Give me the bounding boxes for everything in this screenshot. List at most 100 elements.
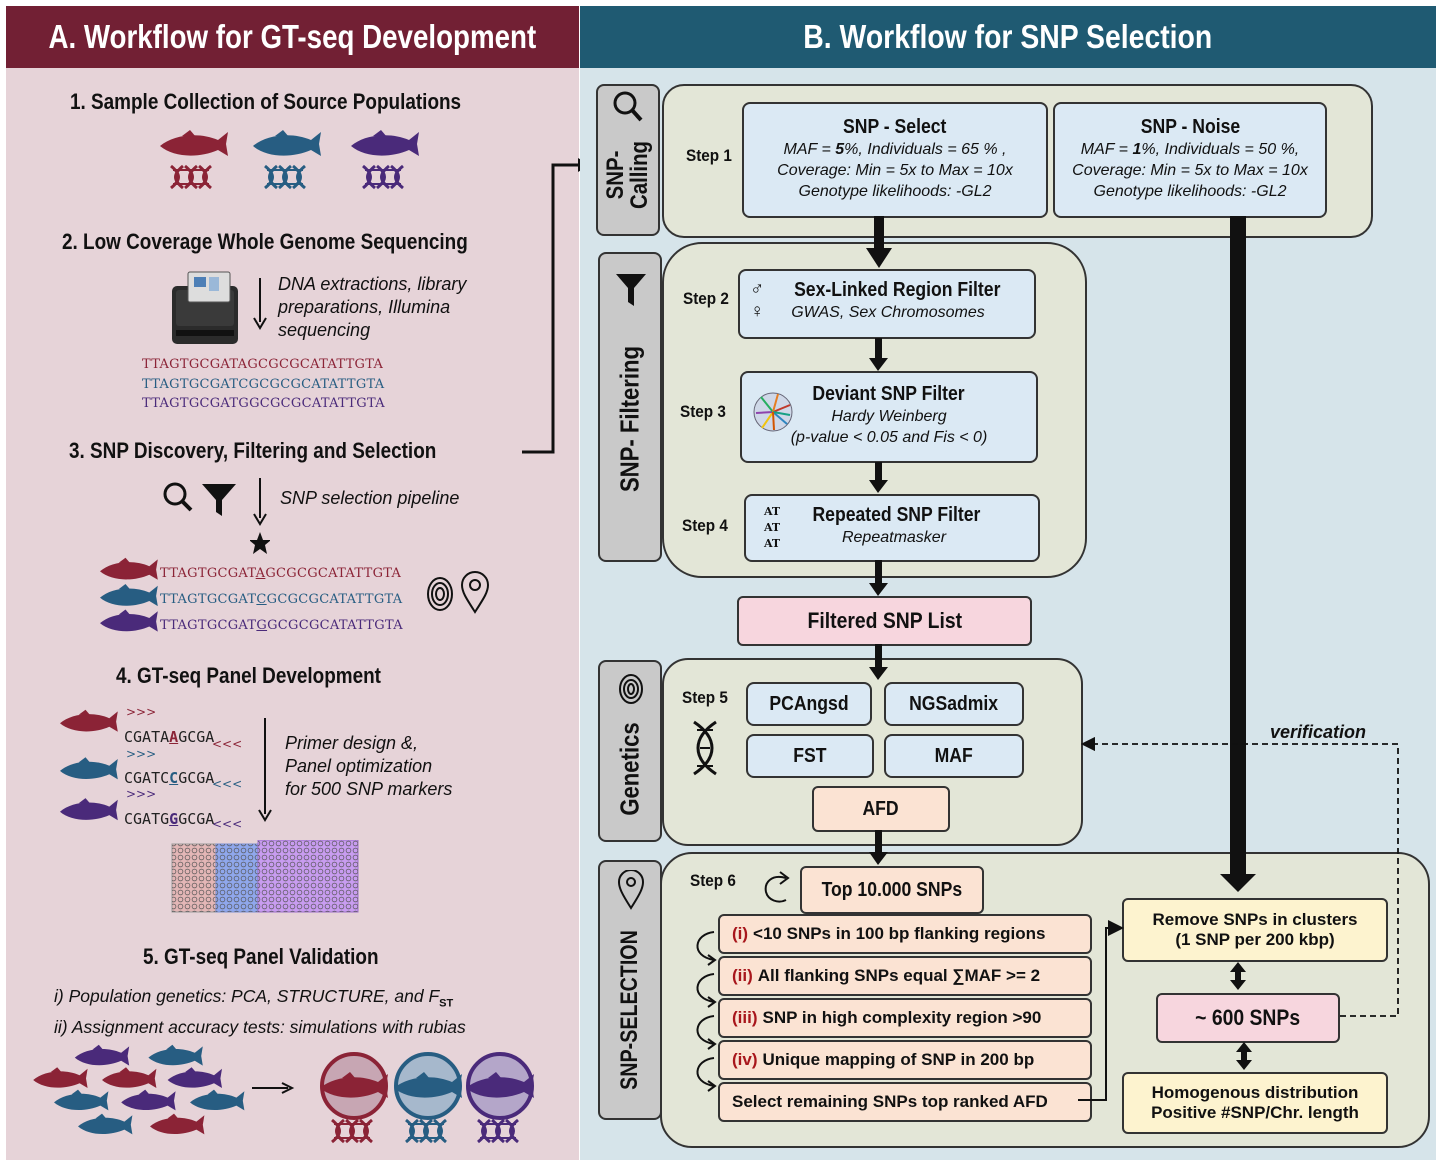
snp-sequence: TTAGTGCGATCGCGCGCATATTGTA bbox=[160, 592, 403, 607]
panel-b-header: B. Workflow for SNP Selection bbox=[580, 6, 1436, 68]
desc-line: DNA extractions, library bbox=[278, 274, 467, 294]
box-title: FST bbox=[793, 744, 827, 767]
dna-icon bbox=[693, 720, 717, 776]
step-label: Step 2 bbox=[683, 289, 729, 308]
desc-line: for 500 SNP markers bbox=[285, 779, 453, 799]
assigned-population-2 bbox=[394, 1052, 462, 1144]
verification-label: verification bbox=[1270, 722, 1367, 742]
location-pin-icon bbox=[460, 571, 490, 614]
box-title: Filtered SNP List bbox=[807, 608, 962, 633]
desc-line: Panel optimization bbox=[285, 756, 433, 776]
snp-sequence: TTAGTGCGATAGCGCGCATATTGTA bbox=[160, 566, 402, 581]
fingerprint-icon bbox=[427, 577, 453, 611]
down-arrow-star bbox=[250, 478, 270, 554]
primer-sequence: CGATAAGCGA bbox=[124, 728, 215, 746]
box-line: Positive #SNP/Chr. length bbox=[1151, 1103, 1359, 1122]
box-line: Homogenous distribution bbox=[1151, 1083, 1359, 1102]
svg-text:<<<: <<< bbox=[212, 777, 242, 791]
box-line: Genotype likelihoods: -GL2 bbox=[1093, 183, 1287, 200]
maf-box: MAF bbox=[884, 734, 1024, 778]
sidebar-snp-selection: SNP-SELECTION bbox=[598, 860, 662, 1120]
down-arrow bbox=[253, 278, 267, 330]
box-title: PCAngsd bbox=[769, 692, 849, 715]
hardy-weinberg-icon bbox=[753, 392, 793, 432]
panel-b-title: B. Workflow for SNP Selection bbox=[803, 18, 1213, 55]
panel-a-title: A. Workflow for GT-seq Development bbox=[48, 18, 537, 55]
box-line: Coverage: Min = 5x to Max = 10x bbox=[777, 162, 1013, 179]
panel-a-header: A. Workflow for GT-seq Development bbox=[6, 6, 579, 68]
validation-line: ii) Assignment accuracy tests: simulatio… bbox=[54, 1016, 466, 1037]
box-title: ~ 600 SNPs bbox=[1195, 1005, 1301, 1030]
box-line: MAF = 5%, Individuals = 65 % , bbox=[783, 141, 1007, 158]
step-label: Step 1 bbox=[686, 146, 732, 165]
primer-sequence: CGATGGGCGA bbox=[124, 810, 215, 828]
box-title: Sex-Linked Region Filter bbox=[793, 279, 1001, 301]
box-title: NGSadmix bbox=[909, 692, 999, 715]
step-label: Step 6 bbox=[690, 871, 736, 890]
fst-box: FST bbox=[746, 734, 874, 778]
sidebar-snp-calling: SNP- Calling bbox=[596, 84, 660, 236]
search-icon bbox=[613, 91, 643, 122]
snp-sequence: TTAGTGCGATGGCGCGCATATTGTA bbox=[160, 618, 403, 633]
refresh-loop-icon bbox=[764, 871, 790, 903]
filter-icon bbox=[616, 274, 646, 306]
step-label: Step 4 bbox=[682, 516, 728, 535]
sequencer-icon bbox=[172, 271, 238, 344]
box-line: Hardy Weinberg bbox=[831, 408, 947, 425]
box-title: Top 10.000 SNPs bbox=[821, 878, 963, 901]
assigned-population-1 bbox=[320, 1052, 388, 1144]
sequence-read: TTAGTGCGATAGCGCGCATATTGTA bbox=[142, 357, 384, 372]
snp-noise-box: SNP - Noise MAF = 1%, Individuals = 50 %… bbox=[1053, 102, 1327, 218]
validation-line: i) Population genetics: PCA, STRUCTURE, … bbox=[54, 986, 454, 1010]
criterion-4: (iv)Unique mapping of SNP in 200 bp bbox=[718, 1040, 1092, 1080]
step-label: Step 5 bbox=[682, 688, 728, 707]
fingerprint-location-icons bbox=[427, 571, 490, 614]
deviant-filter-box: Deviant SNP Filter Hardy Weinberg (p-val… bbox=[740, 371, 1038, 463]
sequence-reads: TTAGTGCGATAGCGCGCATATTGTA TTAGTGCGATCGCG… bbox=[142, 355, 385, 414]
final-snps-box: ~ 600 SNPs bbox=[1156, 993, 1340, 1043]
primer-sequences: CGATAAGCGA CGATCCGCGA CGATGGGCGA bbox=[124, 717, 214, 840]
filter-icon bbox=[202, 484, 236, 516]
snp-select-box: SNP - Select MAF = 5%, Individuals = 65 … bbox=[742, 102, 1048, 218]
svg-text:>>>: >>> bbox=[126, 747, 156, 761]
box-line: (p-value < 0.05 and Fis < 0) bbox=[790, 429, 988, 446]
criterion-3: (iii)SNP in high complexity region >90 bbox=[718, 998, 1092, 1038]
step-label: Step 3 bbox=[680, 402, 726, 421]
section-1-title: 1. Sample Collection of Source Populatio… bbox=[70, 89, 462, 114]
sex-symbols-icon: ♂♀ bbox=[750, 279, 765, 322]
sidebar-snp-filtering: SNP- Filtering bbox=[598, 252, 662, 562]
ngsadmix-box: NGSadmix bbox=[884, 682, 1024, 726]
box-line: Genotype likelihoods: -GL2 bbox=[798, 183, 992, 200]
box-title: MAF bbox=[934, 744, 974, 767]
panel-a-background bbox=[6, 68, 579, 1160]
fingerprint-icon bbox=[619, 674, 643, 704]
box-title: Deviant SNP Filter bbox=[812, 383, 966, 405]
box-line: Remove SNPs in clusters bbox=[1152, 910, 1358, 929]
validation-description: i) Population genetics: PCA, STRUCTURE, … bbox=[54, 985, 466, 1039]
box-title: SNP - Select bbox=[843, 116, 947, 138]
svg-text:<<<: <<< bbox=[212, 817, 242, 830]
primer-sequence: CGATCCGCGA bbox=[124, 769, 215, 787]
svg-text:<<<: <<< bbox=[212, 737, 242, 751]
desc-line: preparations, Illumina bbox=[278, 297, 451, 317]
remove-clusters-box: Remove SNPs in clusters (1 SNP per 200 k… bbox=[1122, 898, 1388, 962]
sequence-read: TTAGTGCGATGGCGCGCATATTGTA bbox=[142, 396, 385, 411]
top-snps-box: Top 10.000 SNPs bbox=[800, 866, 984, 914]
section-2-title: 2. Low Coverage Whole Genome Sequencing bbox=[62, 229, 468, 254]
star-icon bbox=[250, 532, 270, 554]
desc-line: Primer design &, bbox=[285, 733, 419, 753]
box-title: Repeated SNP Filter bbox=[812, 504, 980, 526]
desc-line: sequencing bbox=[278, 320, 371, 340]
box-title: SNP - Noise bbox=[1140, 116, 1240, 138]
assignment-illustration bbox=[33, 1044, 534, 1144]
down-arrow bbox=[258, 718, 272, 822]
box-line: MAF = 1%, Individuals = 50 %, bbox=[1080, 141, 1300, 158]
box-line: Repeatmasker bbox=[841, 529, 947, 546]
iteration-arrows bbox=[696, 931, 717, 1092]
plates-illustration bbox=[171, 840, 359, 913]
section-5-title: 5. GT-seq Panel Validation bbox=[143, 944, 379, 969]
criterion-2: (ii)All flanking SNPs equal ∑MAF >= 2 bbox=[718, 956, 1092, 996]
sequencing-description: DNA extractions, library preparations, I… bbox=[278, 273, 466, 342]
